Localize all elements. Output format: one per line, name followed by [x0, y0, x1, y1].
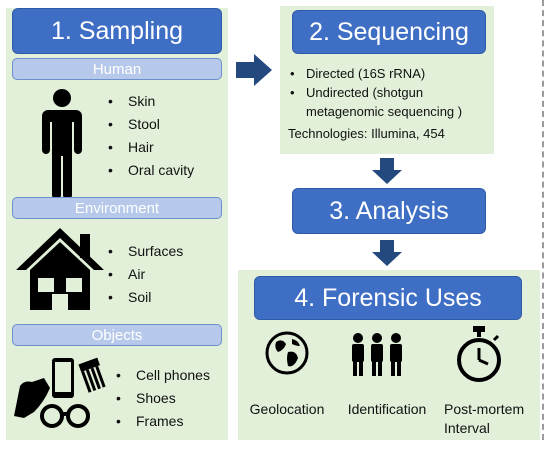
house-icon: [14, 226, 106, 312]
use-label-identification: Identification: [347, 401, 427, 417]
list-item: Cell phones: [110, 364, 226, 387]
use-label-geolocation: Geolocation: [249, 401, 325, 417]
list-item: Oral cavity: [102, 159, 222, 182]
globe-icon: [264, 330, 310, 376]
human-header: Human: [12, 58, 222, 80]
list-item: Hair: [102, 136, 222, 159]
list-item: Air: [102, 263, 222, 286]
objects-list: Cell phones Shoes Frames: [110, 364, 226, 433]
sampling-title: 1. Sampling: [12, 8, 222, 54]
list-item: Soil: [102, 286, 222, 309]
analysis-title: 3. Analysis: [292, 188, 486, 234]
list-item: Surfaces: [102, 240, 222, 263]
technologies-text: Technologies: Illumina, 454: [288, 126, 445, 141]
sequencing-title: 2. Sequencing: [292, 10, 486, 54]
list-item: Directed (16S rRNA): [286, 64, 492, 83]
dashed-border: [542, 0, 544, 440]
sequencing-list: Directed (16S rRNA) Undirected (shotgun …: [286, 64, 492, 121]
list-item: Shoes: [110, 387, 226, 410]
list-item: Skin: [102, 90, 222, 113]
use-label-post-mortem-interval: Post-mortem Interval: [444, 401, 525, 436]
down-arrow-icon: [372, 158, 402, 184]
down-arrow-icon: [372, 240, 402, 266]
list-item: Stool: [102, 113, 222, 136]
right-arrow-icon: [236, 54, 272, 86]
environment-list: Surfaces Air Soil: [102, 240, 222, 309]
environment-header: Environment: [12, 197, 222, 219]
people-icon: [348, 332, 406, 378]
forensic-title: 4. Forensic Uses: [254, 276, 522, 320]
objects-header: Objects: [12, 324, 222, 346]
list-item: Undirected (shotgun metagenomic sequenci…: [286, 83, 492, 121]
list-item: Frames: [110, 410, 226, 433]
person-icon: [34, 88, 90, 200]
stopwatch-icon: [456, 326, 502, 384]
objects-icon: [10, 352, 110, 432]
human-list: Skin Stool Hair Oral cavity: [102, 90, 222, 182]
